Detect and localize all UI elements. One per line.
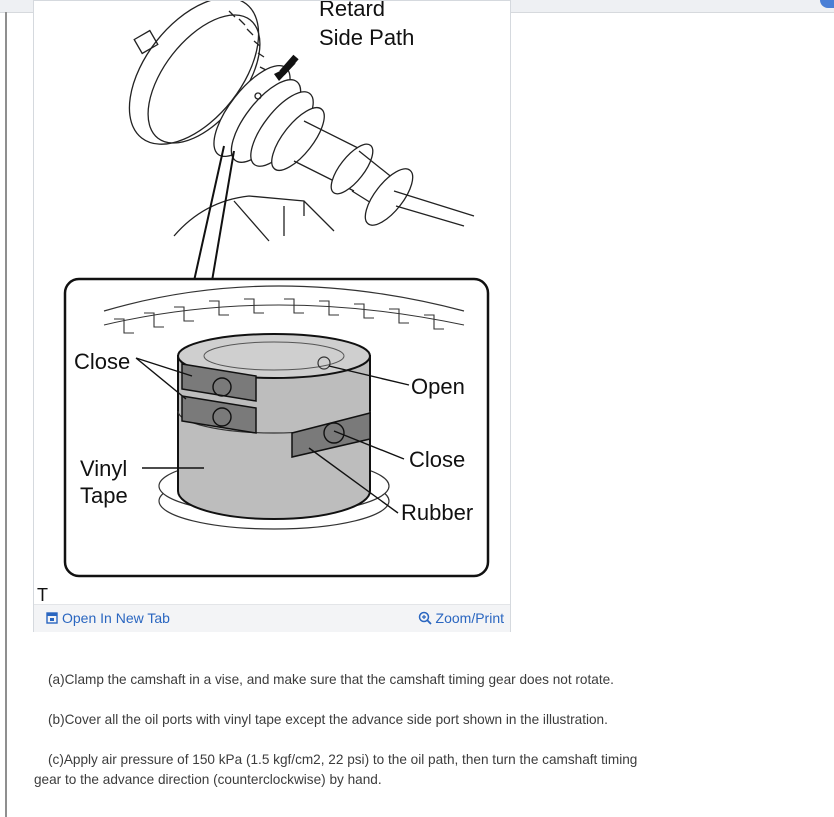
instruction-c: (c)Apply air pressure of 150 kPa (1.5 kg… (34, 752, 638, 787)
label-close-upper: Close (74, 349, 130, 374)
label-corner-mark: T (37, 585, 48, 604)
open-in-new-tab-label: Open In New Tab (62, 610, 170, 626)
zoom-print-link[interactable]: Zoom/Print (418, 610, 504, 626)
scrollbar-thumb[interactable] (820, 0, 834, 8)
zoom-print-label: Zoom/Print (435, 610, 504, 626)
magnifier-plus-icon (418, 611, 432, 625)
label-close-lower: Close (409, 447, 465, 472)
figure-card: Retard Side Path Close Open Vinyl Tape C… (33, 0, 511, 632)
figure-footer: Open In New Tab Zoom/Print (34, 604, 510, 632)
label-retard: Retard (319, 1, 385, 21)
left-border (5, 12, 7, 817)
label-open: Open (411, 374, 465, 399)
external-window-icon (46, 612, 58, 624)
label-tape: Tape (80, 483, 128, 508)
label-vinyl: Vinyl (80, 456, 127, 481)
instruction-a: (a)Clamp the camshaft in a vise, and mak… (48, 672, 614, 687)
camshaft-illustration: Retard Side Path Close Open Vinyl Tape C… (37, 1, 490, 604)
open-in-new-tab-link[interactable]: Open In New Tab (46, 610, 170, 626)
label-side-path: Side Path (319, 25, 414, 50)
instruction-b: (b)Cover all the oil ports with vinyl ta… (48, 712, 608, 727)
label-rubber: Rubber (401, 500, 473, 525)
